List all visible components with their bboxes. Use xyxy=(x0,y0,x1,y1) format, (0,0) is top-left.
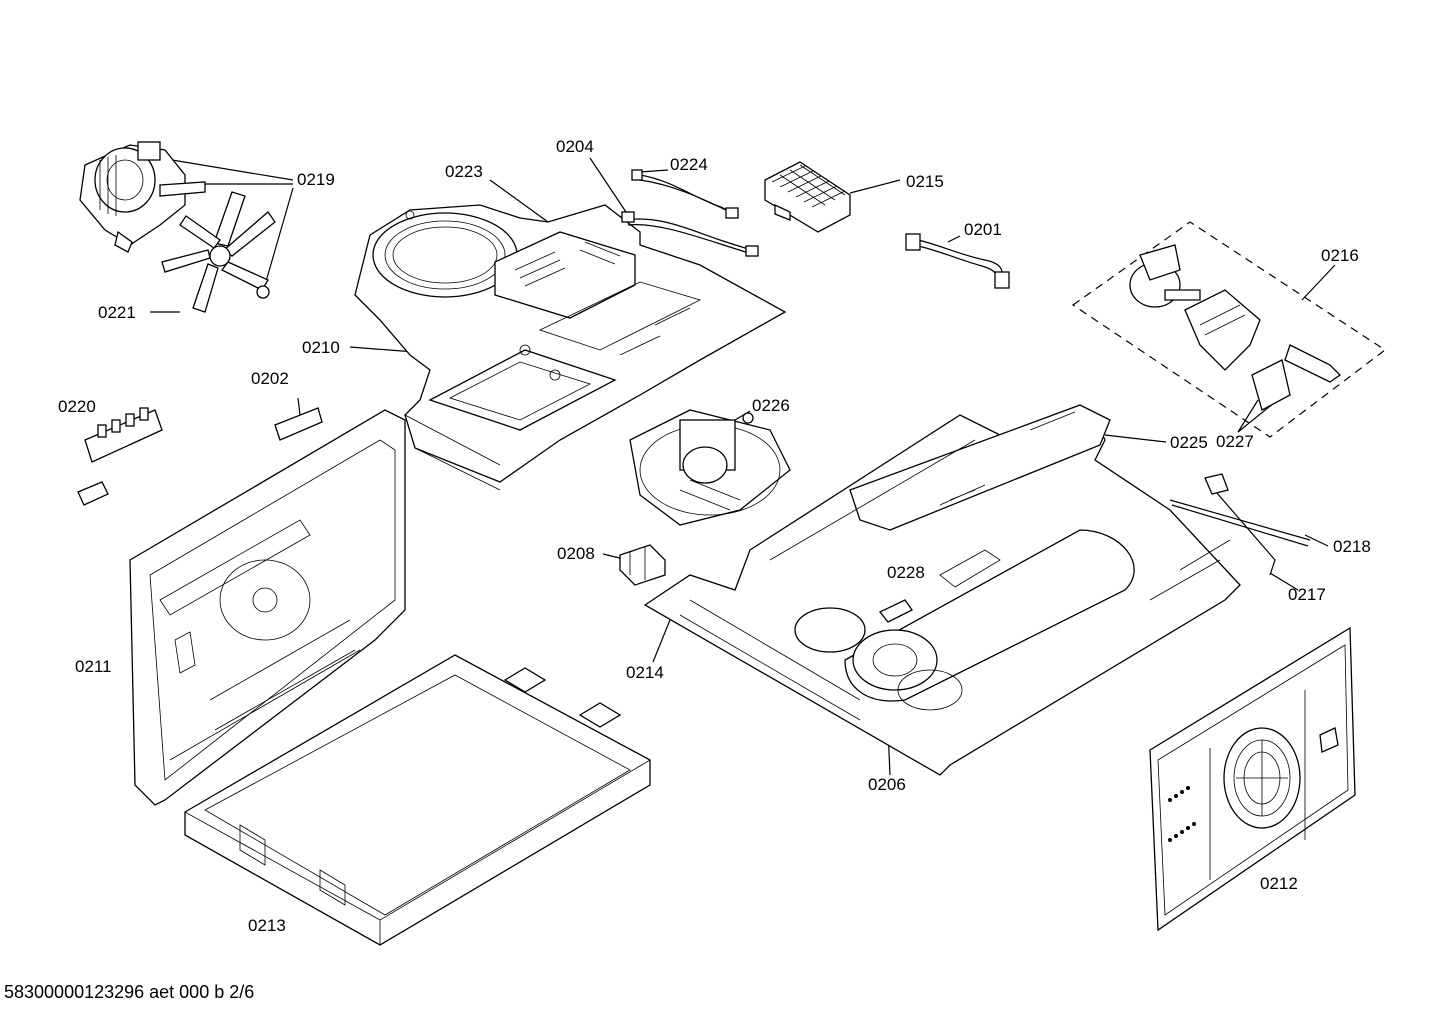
part-label-0212: 0212 xyxy=(1260,874,1298,893)
wiring-harness-part xyxy=(621,169,759,257)
part-label-0211: 0211 xyxy=(75,657,112,676)
part-label-0216: 0216 xyxy=(1321,246,1359,265)
bracket-part xyxy=(619,544,666,586)
part-label-0219: 0219 xyxy=(297,170,335,189)
part-label-0210: 0210 xyxy=(302,338,340,357)
fan-blade-part xyxy=(161,191,276,313)
sensor-rods xyxy=(1169,473,1311,576)
bottom-tray-panel xyxy=(184,654,651,946)
part-label-0224: 0224 xyxy=(670,155,708,174)
part-label-0202: 0202 xyxy=(251,369,289,388)
part-label-0208: 0208 xyxy=(557,544,595,563)
blower-part xyxy=(629,409,791,526)
front-cover-panel xyxy=(1149,626,1356,932)
part-label-0228: 0228 xyxy=(887,563,925,582)
cable-part xyxy=(905,233,1010,289)
part-label-0217: 0217 xyxy=(1288,585,1326,604)
part-label-0201: 0201 xyxy=(964,220,1002,239)
part-label-0221: 0221 xyxy=(98,303,136,322)
terminal-block-part xyxy=(77,407,323,506)
oven-base-plate xyxy=(643,404,1241,776)
thermostat-group xyxy=(1071,221,1387,438)
part-label-0213: 0213 xyxy=(248,916,286,935)
rear-wall-panel xyxy=(129,409,406,806)
part-label-0225: 0225 xyxy=(1170,433,1208,452)
part-label-0218: 0218 xyxy=(1333,537,1371,556)
part-label-0226: 0226 xyxy=(752,396,790,415)
part-label-0220: 0220 xyxy=(58,397,96,416)
drawing-reference-code: 58300000123296 aet 000 b 2/6 xyxy=(4,982,255,1002)
part-label-0214: 0214 xyxy=(626,663,664,682)
clip-part xyxy=(878,599,913,623)
part-label-0206: 0206 xyxy=(868,775,906,794)
part-label-0223: 0223 xyxy=(445,162,483,181)
filter-block-part xyxy=(764,161,851,233)
fan-motor-part xyxy=(79,141,206,253)
part-label-0227: 0227 xyxy=(1216,432,1254,451)
part-label-0204: 0204 xyxy=(556,137,594,156)
top-housing-assembly xyxy=(354,204,787,491)
part-label-0215: 0215 xyxy=(906,172,944,191)
